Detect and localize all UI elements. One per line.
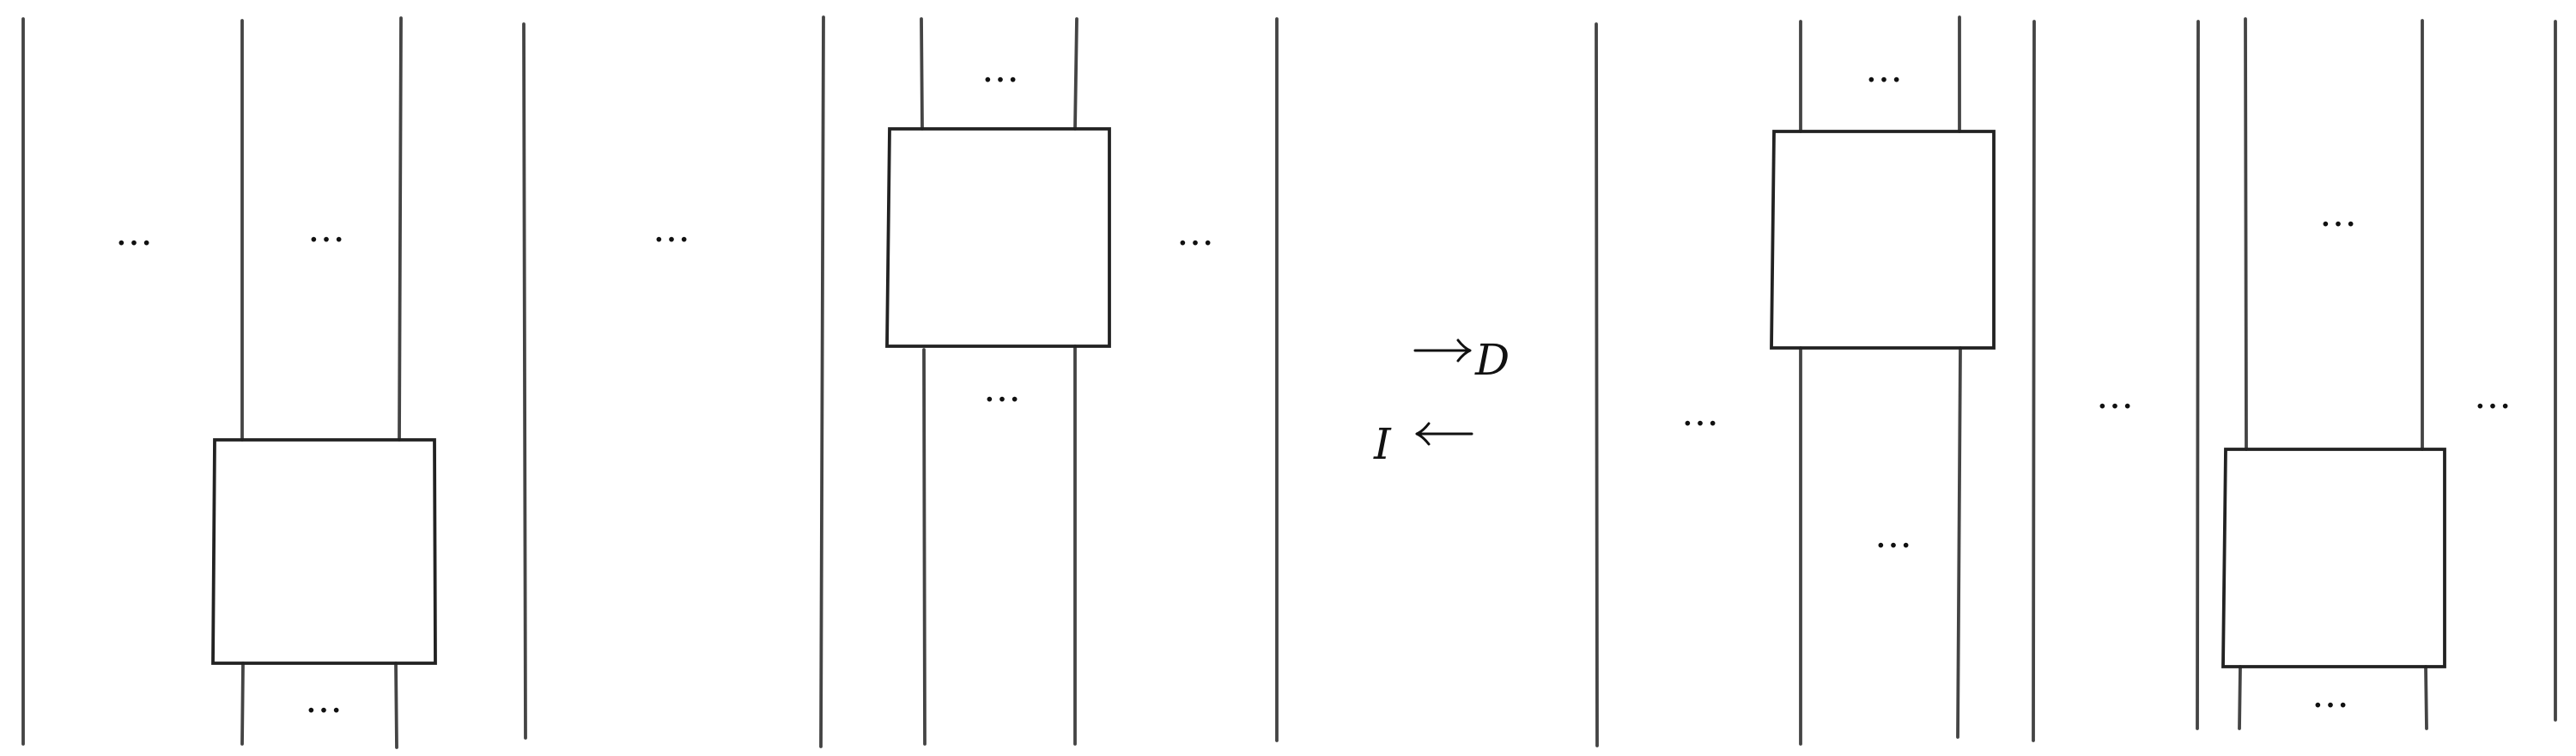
right-ellipsis-left: … [1681,391,1719,435]
right-morphism-box-lower [2221,448,2446,668]
right-arrow-icon [1413,338,1472,363]
middle-strand-outer-left [819,15,825,748]
right-strand-middle [2032,20,2036,742]
left-strand-box-output-1 [240,662,245,746]
left-ellipsis-bottom: … [305,678,343,722]
right-ellipsis-box1-top: … [1865,47,1903,91]
right-strand-outer-left [1595,22,1599,747]
left-strand-box-output-2 [394,662,398,749]
left-ellipsis-left: … [115,210,153,254]
right-strand-box2-output-1 [2238,665,2242,730]
right-diagram: … … … … … … … [1595,15,2557,747]
middle-strand-box-input-2 [1073,17,1078,131]
right-ellipsis-box1-bottom: … [1874,513,1912,557]
middle-strand-box-output-1 [922,348,927,746]
middle-ellipsis-right: … [1176,210,1214,254]
left-strand-box-input-2 [398,16,403,442]
right-ellipsis-far-right: … [2474,374,2512,418]
left-ellipsis-top: … [307,207,345,251]
right-ellipsis-middle: … [2096,374,2134,418]
left-diagram: … … … [21,16,527,749]
right-strand-left-of-box2 [2196,20,2200,730]
middle-ellipsis-top: … [981,47,1019,91]
left-morphism-box [211,438,437,665]
middle-strand-box-input-1 [920,17,924,131]
middle-ellipsis-bottom: … [983,367,1021,411]
arrow-group: D I [1373,335,1510,469]
arrow-right-label: D [1474,335,1510,385]
between-ellipsis-1: … [653,207,690,251]
left-strand-outer-right [522,22,527,740]
right-strand-box2-output-2 [2424,665,2428,730]
middle-diagram: … … … [819,15,1279,748]
left-arrow-icon [1415,422,1473,446]
right-morphism-box-upper [1770,130,1996,350]
right-strand-box2-input-1 [2244,17,2248,451]
right-strand-box1-output-2 [1956,346,1962,739]
arrow-left-label: I [1373,419,1392,469]
right-ellipsis-box2-top: … [2319,192,2357,235]
right-ellipsis-box2-bottom: … [2312,673,2349,716]
middle-morphism-box [885,127,1111,348]
